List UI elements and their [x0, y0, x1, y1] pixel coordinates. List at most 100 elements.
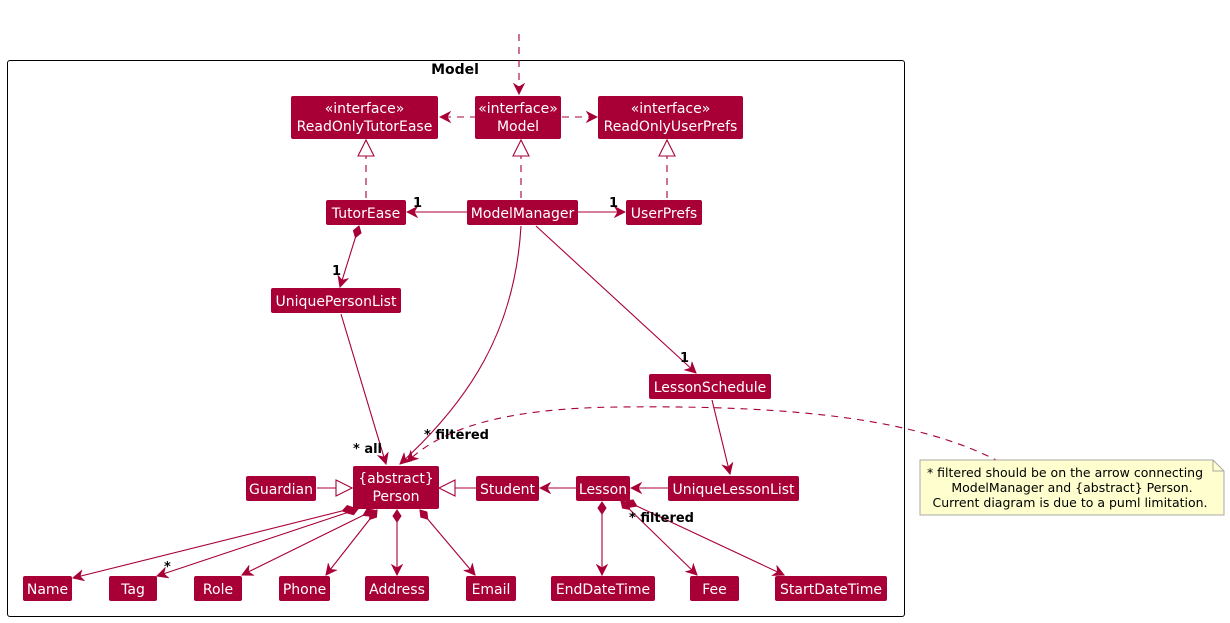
lessonschedule-multiplicity: 1: [680, 351, 689, 366]
class-guardian[interactable]: Guardian: [246, 476, 316, 501]
class-fee[interactable]: Fee: [690, 576, 739, 601]
class-name-label: Name: [27, 582, 68, 598]
class-name: TutorEase: [331, 206, 400, 222]
class-name: UniqueLessonList: [672, 482, 795, 498]
class-lesson[interactable]: Lesson: [576, 476, 630, 501]
class-box: [476, 476, 539, 501]
class-name-label: Tag: [120, 582, 145, 598]
class-uniquelessonlist[interactable]: UniqueLessonList: [668, 476, 799, 501]
class-name-label: Fee: [702, 582, 727, 598]
tutorease-multiplicity: 1: [413, 196, 422, 211]
person-to-tag-edge: [157, 509, 358, 576]
class-box: [551, 576, 655, 601]
class-stereotype: «interface»: [478, 101, 558, 117]
modelmanager-to-person-edge: [400, 225, 522, 464]
lesson-filtered-label: * filtered: [629, 511, 694, 526]
modelmanager-to-lessonschedule-edge: [535, 225, 696, 373]
person-to-phone-edge: [326, 510, 377, 575]
class-userprefs[interactable]: UserPrefs: [626, 200, 702, 225]
class-box: [365, 576, 429, 601]
class-name-label: EndDateTime: [556, 582, 650, 598]
class-readonlyuserprefs[interactable]: «interface» ReadOnlyUserPrefs: [598, 96, 743, 139]
class-name: ReadOnlyTutorEase: [297, 119, 433, 135]
tag-multiplicity: *: [164, 560, 171, 575]
note-fold: [1212, 460, 1224, 472]
class-name: Guardian: [249, 482, 313, 498]
class-tag[interactable]: Tag: [109, 576, 157, 601]
class-box: [353, 466, 439, 509]
class-box: [668, 476, 799, 501]
edges: [73, 34, 1001, 578]
class-box: [626, 200, 702, 225]
class-name: ReadOnlyUserPrefs: [604, 119, 738, 135]
class-name: UniquePersonList: [276, 294, 397, 310]
class-box: [194, 576, 242, 601]
class-person[interactable]: {abstract} Person: [353, 466, 439, 509]
class-box: [576, 476, 630, 501]
class-name: Model: [497, 119, 539, 135]
uniquepersonlist-to-person-edge: [340, 313, 386, 464]
class-box: [466, 576, 516, 601]
class-model[interactable]: «interface» Model: [475, 96, 561, 139]
class-lessonschedule[interactable]: LessonSchedule: [649, 374, 771, 399]
class-box: [690, 576, 739, 601]
class-tutorease[interactable]: TutorEase: [326, 200, 406, 225]
class-name: Student: [480, 482, 536, 498]
class-box: [649, 374, 771, 399]
tutorease-to-uniquepersonlist-edge: [340, 226, 359, 287]
class-box: [291, 96, 438, 139]
note-line-1: * filtered should be on the arrow connec…: [927, 465, 1203, 480]
class-box: [775, 576, 887, 601]
lesson-to-startdatetime-edge: [626, 501, 784, 575]
person-to-name-edge: [73, 508, 354, 578]
note-line-2: ModelManager and {abstract} Person.: [951, 480, 1192, 495]
class-box: [109, 576, 157, 601]
class-modelmanager[interactable]: ModelManager: [467, 200, 578, 225]
class-box: [467, 200, 578, 225]
class-startdatetime[interactable]: StartDateTime: [775, 576, 887, 601]
class-uniquepersonlist[interactable]: UniquePersonList: [271, 288, 401, 313]
class-name: ModelManager: [471, 206, 575, 222]
class-box: [246, 476, 316, 501]
class-name: UserPrefs: [631, 206, 697, 222]
class-name[interactable]: Name: [23, 576, 72, 601]
class-box: [475, 96, 561, 139]
lessonschedule-to-uniquelessonlist-edge: [711, 399, 730, 474]
class-role[interactable]: Role: [194, 576, 242, 601]
class-box: [23, 576, 72, 601]
person-all-label: * all: [353, 442, 382, 457]
note-body: [919, 459, 1225, 516]
class-box: [279, 576, 330, 601]
class-box: [326, 200, 406, 225]
person-filtered-label: * filtered: [424, 428, 489, 443]
uniquepersonlist-multiplicity: 1: [332, 264, 341, 279]
class-student[interactable]: Student: [476, 476, 539, 501]
class-name: Lesson: [579, 482, 627, 498]
model-package: Model: [7, 60, 905, 617]
note: * filtered should be on the arrow connec…: [919, 459, 1225, 516]
class-email[interactable]: Email: [466, 576, 516, 601]
class-phone[interactable]: Phone: [279, 576, 330, 601]
class-name-label: Email: [472, 582, 511, 598]
class-enddatetime[interactable]: EndDateTime: [551, 576, 655, 601]
class-name-label: Role: [203, 582, 233, 598]
class-name: Person: [372, 489, 419, 505]
userprefs-multiplicity: 1: [609, 196, 618, 211]
class-box: [598, 96, 743, 139]
class-readonlytutorease[interactable]: «interface» ReadOnlyTutorEase: [291, 96, 438, 139]
class-box: [271, 288, 401, 313]
class-stereotype: {abstract}: [358, 471, 434, 487]
class-name-label: StartDateTime: [780, 582, 882, 598]
note-link-edge: [407, 406, 1001, 462]
class-name-label: Phone: [283, 582, 326, 598]
person-to-email-edge: [420, 510, 475, 575]
class-name-label: Address: [369, 582, 425, 598]
class-stereotype: «interface»: [631, 101, 711, 117]
edge-labels: 1 1 1 1 * all * filtered * * filtered: [164, 196, 694, 575]
class-stereotype: «interface»: [325, 101, 405, 117]
package-title: Model: [431, 62, 479, 78]
class-address[interactable]: Address: [365, 576, 429, 601]
note-line-3: Current diagram is due to a puml limitat…: [932, 495, 1207, 510]
class-name: LessonSchedule: [654, 380, 767, 396]
